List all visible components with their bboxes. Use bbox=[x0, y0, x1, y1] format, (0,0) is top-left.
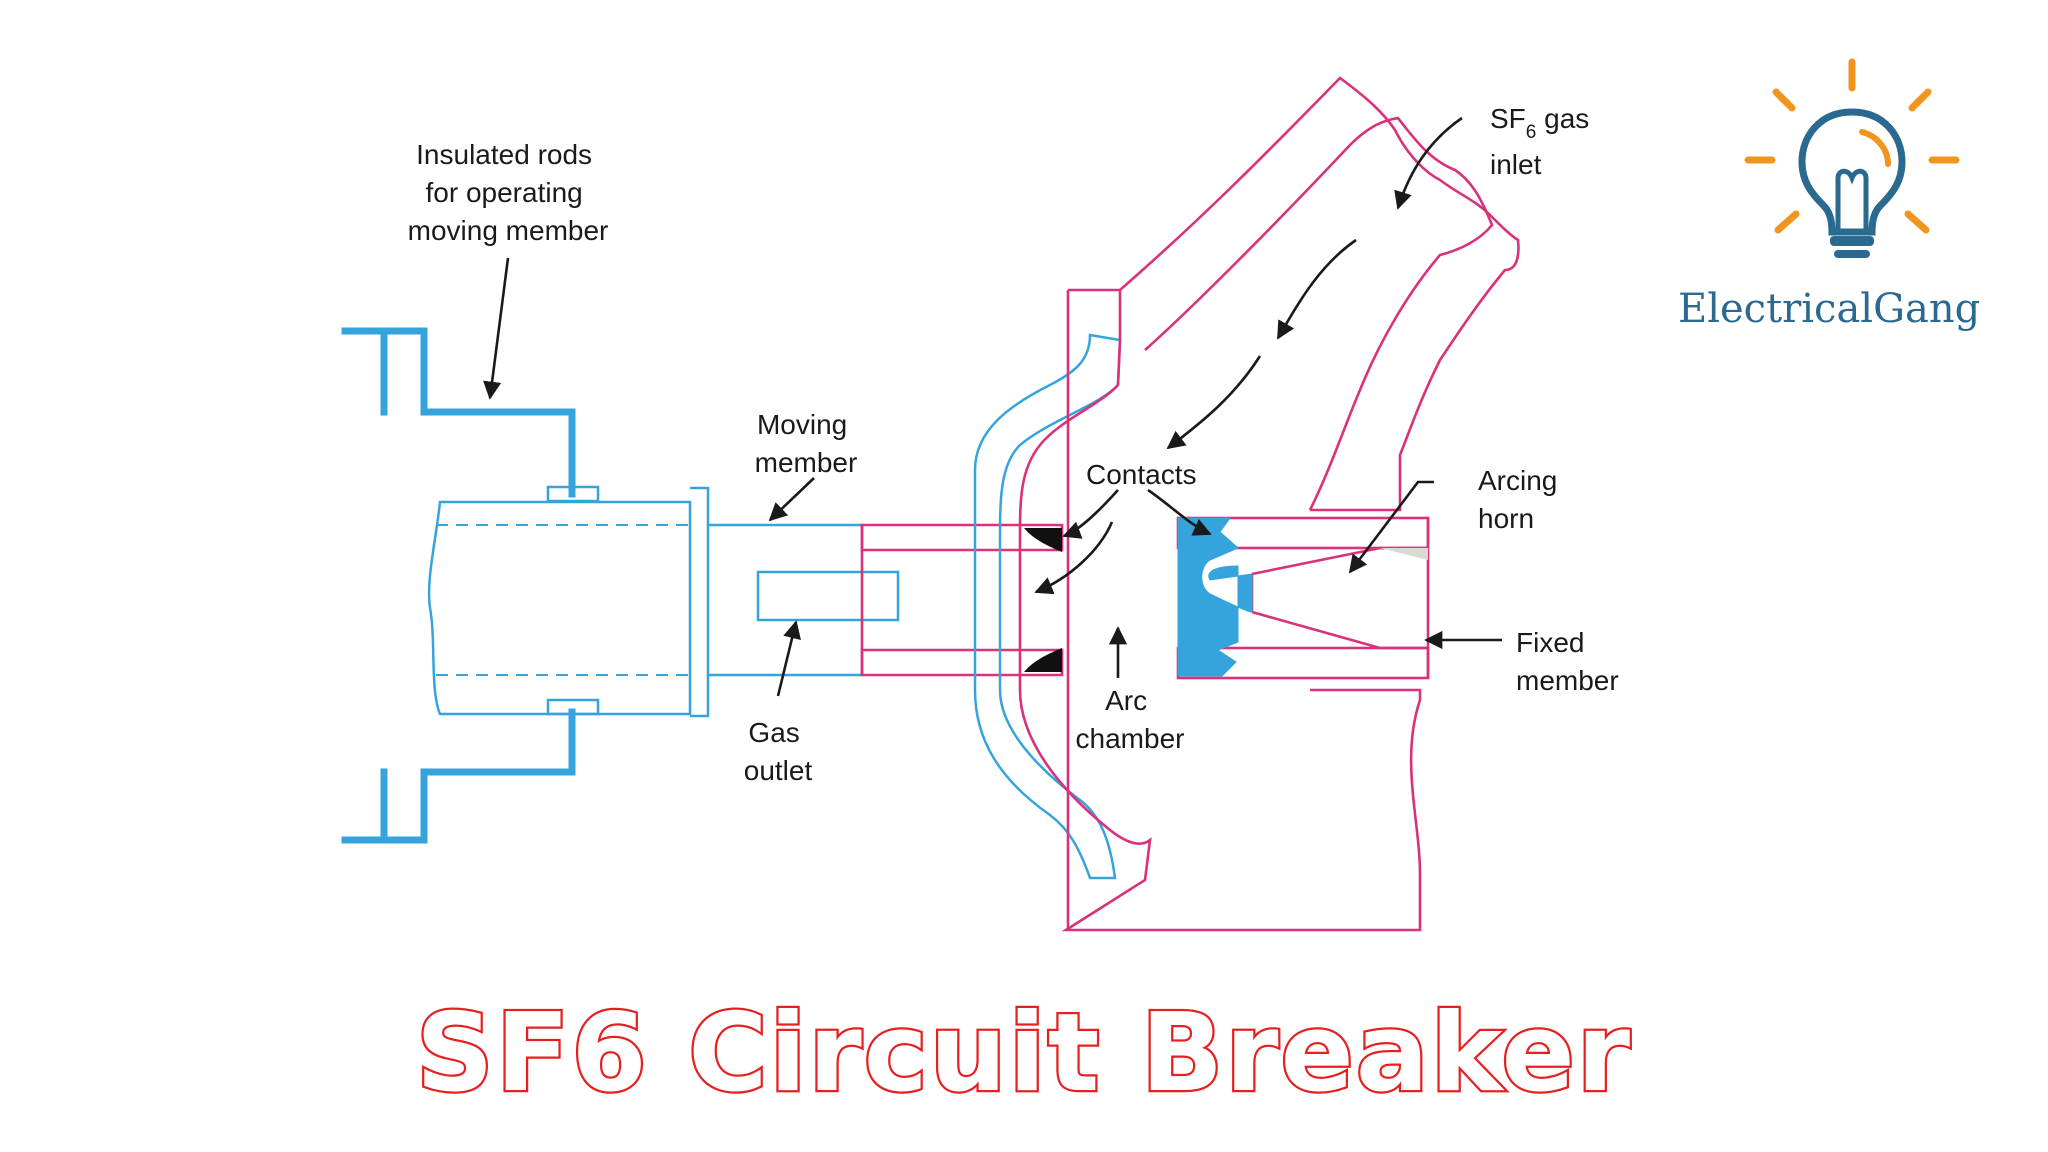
fixed-member-label: Fixed member bbox=[1516, 627, 1619, 696]
light-bulb-icon bbox=[1744, 58, 1960, 258]
sf6-gas-inlet-label: SF6 gas inlet bbox=[1490, 103, 1597, 180]
arcing-horn-label: Arcing horn bbox=[1478, 465, 1565, 534]
brand-name: ElectricalGang bbox=[1678, 286, 1980, 332]
brand-logo: ElectricalGang bbox=[1678, 58, 1980, 332]
contacts-label: Contacts bbox=[1086, 459, 1197, 490]
moving-member-label: Moving member bbox=[755, 409, 858, 478]
leader-arrows bbox=[483, 116, 1502, 697]
insulated-rods-label: Insulated rods for operating moving memb… bbox=[408, 139, 609, 246]
labels: Insulated rods for operating moving memb… bbox=[408, 103, 1619, 786]
nozzle-wall bbox=[973, 333, 1122, 880]
moving-contact bbox=[860, 523, 1064, 677]
arc-chamber-label: Arc chamber bbox=[1076, 685, 1185, 754]
moving-member-cylinder bbox=[427, 485, 900, 718]
fixed-contact bbox=[1176, 516, 1430, 680]
page-title: SF6 Circuit Breaker bbox=[416, 991, 1632, 1116]
fixed-housing bbox=[1018, 76, 1520, 932]
insulated-operating-rods bbox=[341, 327, 576, 844]
gas-outlet-label: Gas outlet bbox=[744, 717, 813, 786]
